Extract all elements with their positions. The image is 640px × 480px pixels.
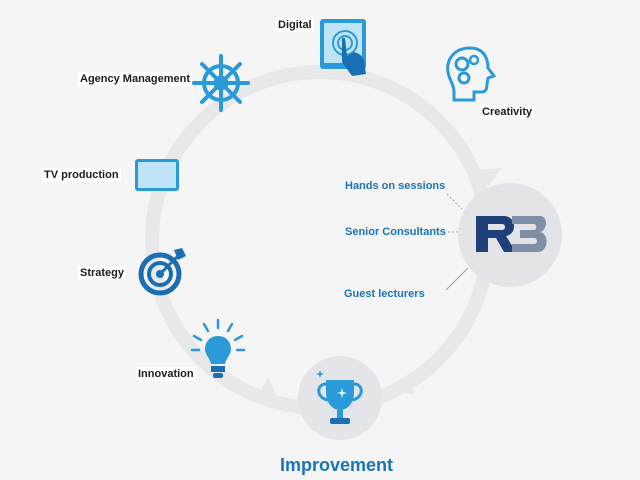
brain-gears-icon bbox=[446, 46, 497, 102]
feature-guest-lecturers: Guest lecturers bbox=[344, 288, 425, 300]
arrow-head-lower-left bbox=[258, 378, 278, 398]
r3-logo-icon bbox=[476, 216, 547, 252]
target-arrow-icon bbox=[138, 248, 186, 296]
feature-senior-consultants: Senior Consultants bbox=[345, 226, 446, 238]
label-strategy: Strategy bbox=[78, 266, 127, 280]
label-improvement: Improvement bbox=[280, 455, 394, 475]
feature-hands-on-sessions: Hands on sessions bbox=[345, 180, 446, 192]
tv-screen-icon bbox=[135, 159, 179, 191]
arrow-head-lower-right bbox=[392, 372, 414, 394]
ship-wheel-icon bbox=[192, 54, 250, 112]
label-tv-production: TV production bbox=[42, 168, 121, 182]
label-digital: Digital bbox=[276, 18, 314, 32]
trophy-icon bbox=[316, 370, 363, 424]
hub-circle bbox=[458, 183, 562, 287]
connector-guest bbox=[445, 267, 469, 291]
lightbulb-icon bbox=[190, 318, 246, 378]
label-agency-management: Agency Management bbox=[78, 72, 193, 86]
connector-hands-on bbox=[446, 193, 463, 210]
label-innovation: Innovation bbox=[136, 367, 196, 381]
tablet-touch-icon bbox=[320, 19, 366, 76]
label-creativity: Creativity bbox=[480, 105, 535, 119]
arrow-head-upper-right bbox=[478, 168, 502, 186]
